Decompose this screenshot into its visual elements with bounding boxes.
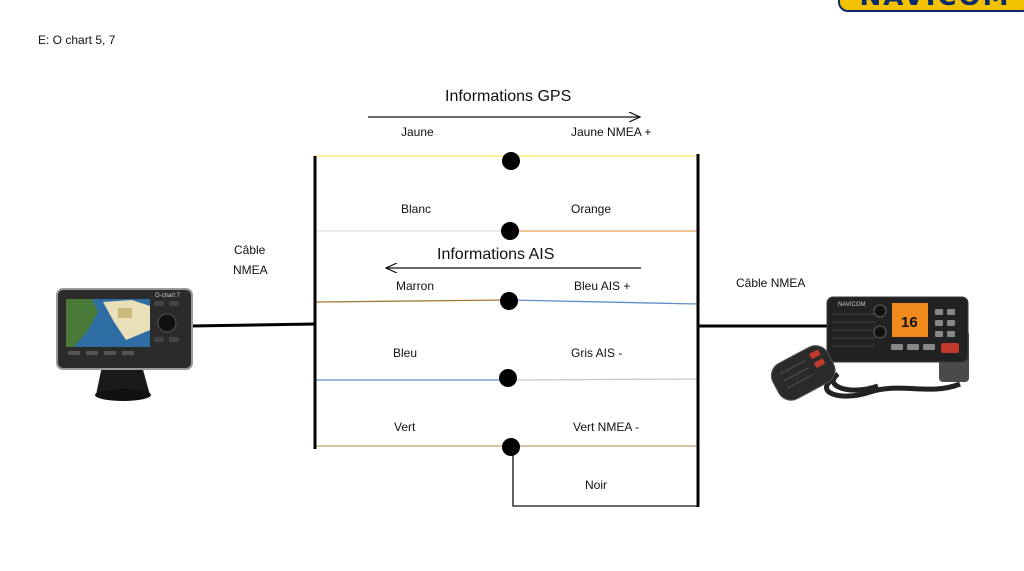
left-cable-label-line2: NMEA [233,263,268,277]
wire-1-left-label: Jaune [401,125,434,139]
brand-logo: NAVICOM [838,0,1024,12]
wire-5 [315,438,698,456]
radio-brand-label: NAVICOM [838,302,866,308]
left-cable-label-line1: Câble [234,243,266,257]
wire-4-junction [499,369,517,387]
chart-plotter-device: O-chart 7 [56,288,193,401]
wire-2-right-label: Orange [571,202,612,216]
wire-4-right-label: Gris AIS - [571,346,623,360]
wire-3-right-segment [508,299,699,305]
right-cable-label: Câble NMEA [736,276,806,290]
wire-3 [314,292,699,310]
squelch-knob-icon [873,325,887,339]
wire-1 [315,152,698,170]
wire-2-junction [501,222,519,240]
radio-channel-readout: 16 [901,314,918,331]
gps-info-title: Informations GPS [445,88,572,105]
ground-wire-label: Noir [585,478,608,492]
wire-3-left-segment [314,299,510,303]
wire-5-junction [502,438,520,456]
wire-3-left-label: Marron [396,279,435,293]
wire-4-right-segment [507,378,699,381]
wire-2 [315,222,698,240]
ground-wire [512,447,698,507]
distress-button [941,343,959,353]
radio-display [892,303,928,337]
wire-1-right-label: Jaune NMEA + [571,125,652,139]
left-nmea-cable [189,322,316,328]
plotter-brand-label: O-chart 7 [155,293,181,299]
wire-4 [315,369,699,387]
brand-logo-text: NAVICOM [860,0,1011,10]
ais-info-title: Informations AIS [437,246,555,263]
wire-5-left-label: Vert [394,420,416,434]
volume-knob-icon [873,304,887,318]
rotary-knob-icon [157,313,177,333]
wire-4-left-label: Bleu [393,346,418,360]
wire-3-junction [500,292,518,310]
radio-microphone [770,345,836,401]
wire-2-left-label: Blanc [401,202,432,216]
diagram-subtitle: E: O chart 5, 7 [38,33,116,47]
vhf-radio-device: NAVICOM 16 [770,296,969,401]
wire-3-right-label: Bleu AIS + [574,279,631,293]
wire-5-right-label: Vert NMEA - [573,420,640,434]
wire-1-junction [502,152,520,170]
